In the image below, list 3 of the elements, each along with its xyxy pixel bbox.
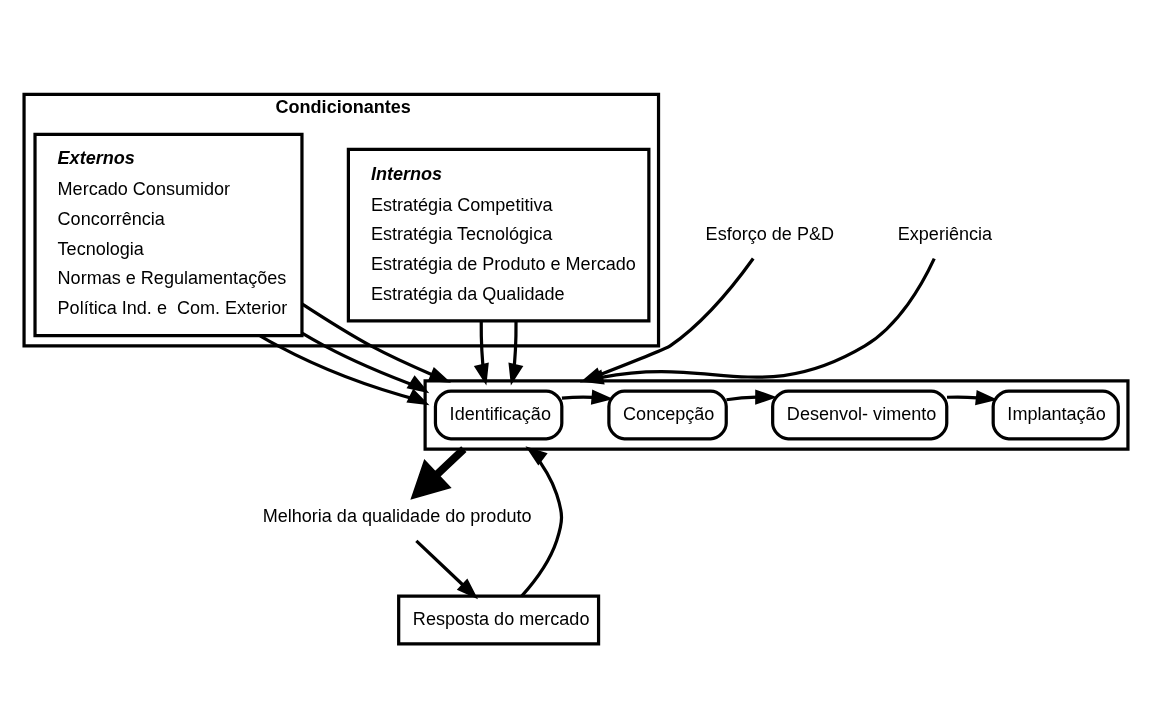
node-text: Experiência: [897, 223, 993, 244]
node-text: Melhoria da qualidade do produto: [262, 506, 532, 527]
node-text: Esforço de P&D: [705, 223, 834, 244]
